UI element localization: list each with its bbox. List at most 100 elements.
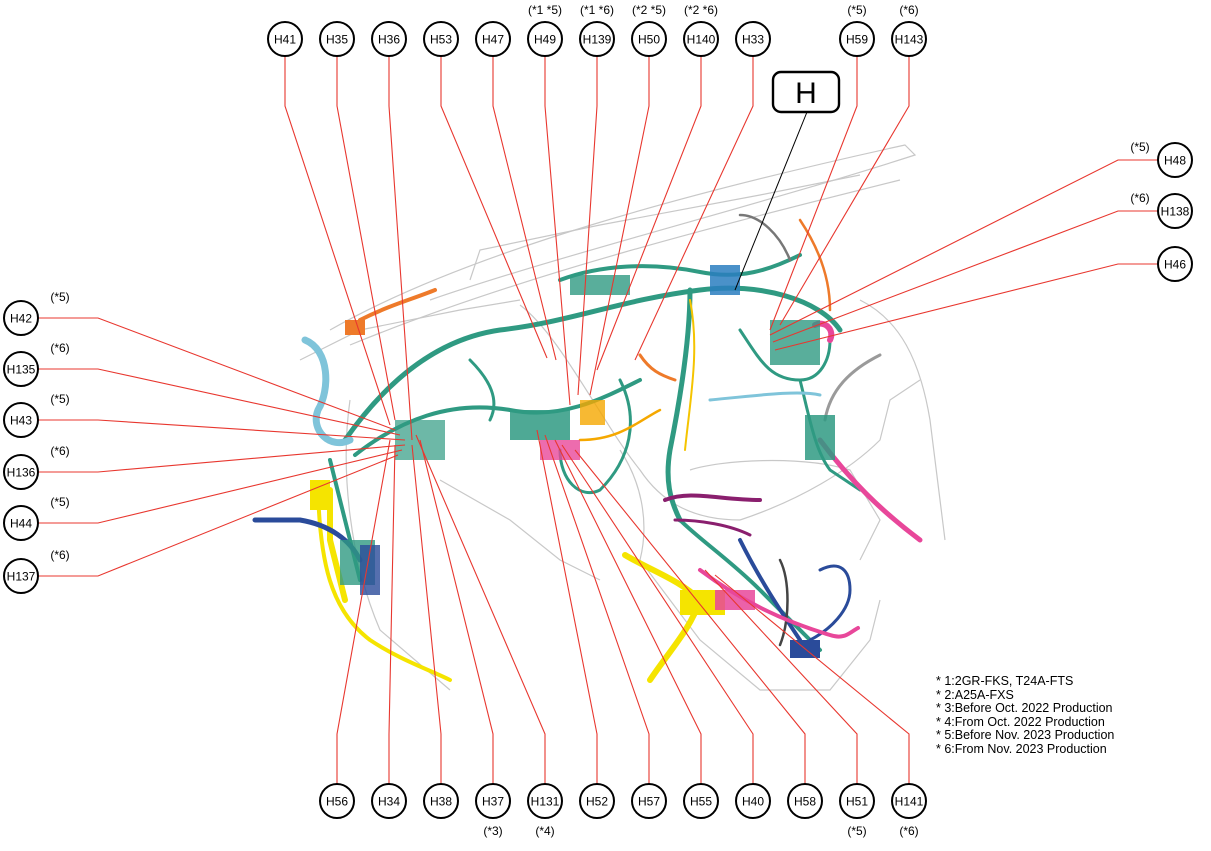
connector-circle xyxy=(319,783,355,819)
connector-h38: H38 xyxy=(423,783,459,819)
connector-circle xyxy=(423,21,459,57)
connector-circle xyxy=(631,21,667,57)
connector-id: H58 xyxy=(794,795,816,809)
connector-circle xyxy=(3,454,39,490)
connector-h136: H136 (*6) xyxy=(3,444,70,490)
connector-condition: (*2 *6) xyxy=(684,3,718,17)
connector-id: H52 xyxy=(586,795,608,809)
connector-id: H51 xyxy=(846,795,868,809)
connector-id: H33 xyxy=(742,33,764,47)
connector-circle xyxy=(1157,142,1193,178)
connector-condition: (*6) xyxy=(50,548,69,562)
connector-circle xyxy=(3,402,39,438)
connector-id: H140 xyxy=(687,33,716,47)
connector-id: H55 xyxy=(690,795,712,809)
connector-id: H38 xyxy=(430,795,452,809)
wire-harness xyxy=(252,213,923,683)
leader-line-h40 xyxy=(561,444,754,784)
footnote-item: * 1:2GR-FKS, T24A-FTS xyxy=(936,674,1074,688)
leader-line-h46 xyxy=(774,263,1158,351)
leader-line-h47 xyxy=(492,56,557,361)
connector-circle xyxy=(527,783,563,819)
connector-id: H57 xyxy=(638,795,660,809)
connector-circle xyxy=(839,783,875,819)
leader-line-h143 xyxy=(779,56,910,326)
connector-h138: H138(*6) xyxy=(1130,191,1193,229)
connector-id: H50 xyxy=(638,33,660,47)
connector-condition: (*3) xyxy=(483,824,502,838)
footnote-item: * 2:A25A-FXS xyxy=(936,687,1014,702)
connector-circle xyxy=(683,783,719,819)
footnotes: * 1:2GR-FKS, T24A-FTS* 2:A25A-FXS* 3:Bef… xyxy=(936,674,1115,757)
connector-h36: H36 xyxy=(371,21,407,57)
connector-id: H135 xyxy=(7,363,36,377)
connector-id: H41 xyxy=(274,33,296,47)
connector-h137: H137(*6) xyxy=(3,548,70,594)
connector-h33: H33 xyxy=(735,21,771,57)
leader-line-h59 xyxy=(769,56,858,331)
connector-id: H136 xyxy=(7,466,36,480)
connector-circle xyxy=(839,21,875,57)
connector-circle xyxy=(3,300,39,336)
leader-line-h53 xyxy=(440,56,548,359)
connector-circle xyxy=(3,505,39,541)
connector-condition: (*6) xyxy=(899,3,918,17)
leader-line-h141 xyxy=(714,574,910,784)
connector-condition: (*6) xyxy=(1130,191,1149,205)
connector-h131: H131(*4) xyxy=(527,783,563,838)
connector-h57: H57 xyxy=(631,783,667,819)
connector-id: H53 xyxy=(430,33,452,47)
leader-line-h44 xyxy=(38,449,403,524)
main-callout-label: H xyxy=(795,77,817,110)
connector-h141: H141(*6) xyxy=(891,783,927,838)
connector-circle xyxy=(3,351,39,387)
connector-id: H34 xyxy=(378,795,400,809)
connector-h46: H46 xyxy=(1157,246,1193,282)
connector-h47: H47 xyxy=(475,21,511,57)
leader-line-h58 xyxy=(574,449,806,784)
connector-condition: (*6) xyxy=(50,341,69,355)
connector-id: H56 xyxy=(326,795,348,809)
connector-h37: H37(*3) xyxy=(475,783,511,838)
leader-line-h136 xyxy=(38,444,406,473)
connector-h43: H43(*5) xyxy=(3,392,70,438)
leader-line-h49 xyxy=(544,56,571,406)
footnote-item: * 4:From Oct. 2022 Production xyxy=(936,714,1105,729)
connector-circle xyxy=(735,783,771,819)
connector-circle xyxy=(423,783,459,819)
connector-h48: H48(*5) xyxy=(1130,140,1193,178)
connector-id: H59 xyxy=(846,33,868,47)
footnote-item: * 6:From Nov. 2023 Production xyxy=(936,741,1107,756)
connector-h40: H40 xyxy=(735,783,771,819)
connector-condition: (*4) xyxy=(535,824,554,838)
connector-h58: H58 xyxy=(787,783,823,819)
connector-h49: H49(*1 *5) xyxy=(527,3,563,57)
connector-condition: (*6) xyxy=(50,444,69,458)
connector-circle xyxy=(475,21,511,57)
connector-id: H47 xyxy=(482,33,504,47)
leader-line-h135 xyxy=(38,368,401,436)
leader-line-h34 xyxy=(388,444,396,784)
leader-line-h55 xyxy=(554,439,702,784)
leader-line-h51 xyxy=(704,569,858,784)
leader-line-h41 xyxy=(284,56,391,426)
connector-id: H44 xyxy=(10,517,32,531)
connector-id: H49 xyxy=(534,33,556,47)
leader-line-h50 xyxy=(589,56,650,396)
connector-h44: H44(*5) xyxy=(3,495,70,541)
connector-id: H36 xyxy=(378,33,400,47)
connector-id: H143 xyxy=(895,33,924,47)
footnote-item: * 5:Before Nov. 2023 Production xyxy=(936,728,1115,743)
connector-circle xyxy=(1157,193,1193,229)
leader-line-h43 xyxy=(38,419,406,441)
connector-id: H35 xyxy=(326,33,348,47)
connector-id: H42 xyxy=(10,312,32,326)
leader-line-h38 xyxy=(411,444,442,784)
leader-lines xyxy=(38,56,1158,784)
footnote-item: * 3:Before Oct. 2022 Production xyxy=(936,701,1113,716)
connector-circle xyxy=(371,21,407,57)
leader-line-h36 xyxy=(388,56,413,441)
connector-circle xyxy=(1157,246,1193,282)
